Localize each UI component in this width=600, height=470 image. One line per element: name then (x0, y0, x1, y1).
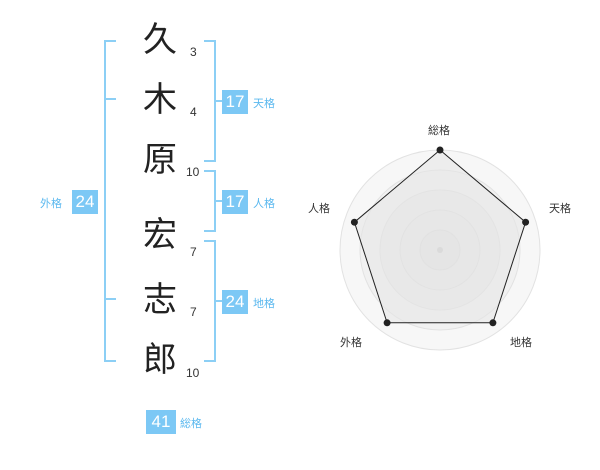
radar-ring-4 (359, 169, 521, 331)
stroke-count-1: 3 (190, 45, 197, 59)
tenkaku-label: 天格 (253, 97, 275, 110)
radar-point-5 (350, 218, 358, 226)
tenkaku-bracket (204, 40, 216, 162)
radar-point-1 (436, 146, 444, 154)
jinkaku-bracket-connector (216, 200, 222, 202)
radar-label-chikaku: 地格 (510, 336, 532, 349)
jinkaku-badge: 17 (222, 190, 248, 214)
radar-ring-2 (399, 209, 481, 291)
radar-label-tenkaku: 天格 (549, 202, 571, 215)
chikaku-badge: 24 (222, 290, 248, 314)
radar-grid (339, 149, 541, 351)
stroke-count-4: 7 (190, 245, 197, 259)
chikaku-label: 地格 (253, 297, 275, 310)
soukaku-label: 総格 (180, 417, 202, 430)
tenkaku-badge: 17 (222, 90, 248, 114)
jinkaku-bracket (204, 170, 216, 232)
radar-label-gaikaku: 外格 (340, 336, 362, 349)
radar-ring-outer-filled (339, 149, 541, 351)
gaikaku-bracket (104, 40, 116, 362)
gaikaku-bracket-tick-upper (104, 98, 116, 100)
soukaku-badge: 41 (146, 410, 176, 434)
radar-ring-3 (379, 189, 501, 311)
chikaku-bracket-connector (216, 300, 222, 302)
name-char-5: 志 (143, 280, 177, 320)
gaikaku-bracket-tick-lower (104, 298, 116, 300)
gaikaku-label: 外格 (40, 197, 62, 210)
radar-point-4 (383, 319, 391, 327)
radar-points (350, 146, 530, 327)
radar-point-3 (489, 319, 497, 327)
radar-center-dot (437, 247, 443, 253)
radar-label-soukaku: 総格 (428, 124, 450, 137)
name-char-2: 木 (143, 80, 177, 120)
chikaku-bracket (204, 240, 216, 362)
name-char-1: 久 (143, 20, 177, 60)
radar-polygon (353, 149, 527, 324)
stroke-count-6: 10 (186, 366, 200, 380)
radar-point-2 (522, 218, 530, 226)
radar-ring-1 (419, 229, 461, 271)
radar-label-jinkaku: 人格 (308, 202, 330, 215)
jinkaku-label: 人格 (253, 197, 275, 210)
stroke-count-2: 4 (190, 105, 197, 119)
name-char-4: 宏 (143, 215, 177, 255)
name-char-6: 郎 (143, 340, 177, 380)
tenkaku-bracket-connector (216, 100, 222, 102)
stroke-count-3: 10 (186, 165, 200, 179)
name-char-3: 原 (143, 140, 177, 180)
gaikaku-badge: 24 (72, 190, 98, 214)
stroke-count-5: 7 (190, 305, 197, 319)
